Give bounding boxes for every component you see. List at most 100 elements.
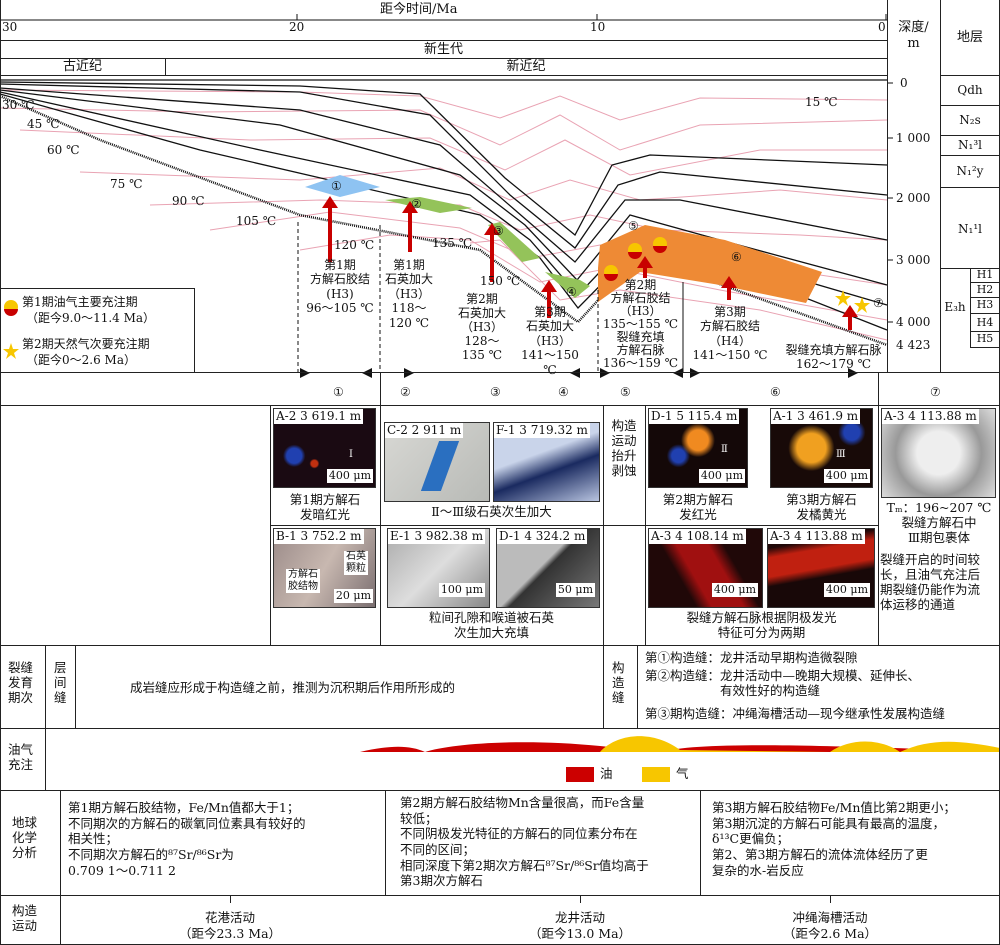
- stage-marker: ②: [411, 197, 422, 211]
- stage-marker: ⑥: [731, 250, 742, 264]
- photo-sem: E-1 3 982.38 m 100 μm: [387, 528, 490, 608]
- event-label: 裂缝充填方解石脉 162～179 ℃: [785, 343, 882, 371]
- depth-tick: 2 000: [896, 191, 931, 205]
- scale-bar: 400 μm: [711, 583, 758, 597]
- event-label: 第3期 石英加大 （H3） 141～150 ℃: [521, 305, 579, 377]
- divider: [970, 331, 1000, 332]
- photo-annotation: 方解石 胶结物: [286, 569, 320, 593]
- divider: [0, 645, 1000, 646]
- photo-thin-section: F-1 3 719.32 m: [493, 422, 600, 502]
- isotherm-label: 45 ℃: [27, 117, 60, 131]
- photo-cl: A-3 4 108.14 m 400 μm: [648, 528, 763, 608]
- stage-marker: ⑤: [628, 219, 639, 233]
- fracture-item: 第①构造缝：龙井活动早期构造微裂隙: [645, 650, 858, 665]
- tectonic-event: 龙井活动: [554, 910, 605, 925]
- depth-tick: 0: [900, 76, 908, 90]
- divider: [940, 75, 1000, 76]
- divider: [60, 790, 61, 945]
- fracture-item: 第②构造缝：龙井活动中—晚期大规模、延伸长、 有效性好的构造缝: [645, 668, 921, 698]
- tectonic-event: 花港活动: [204, 910, 255, 925]
- legend: [0, 288, 195, 373]
- tick: [230, 895, 231, 903]
- caption: 裂缝开启的时间较 长，且油气充注后 期裂缝仍能作为流 体运移的通道: [880, 552, 981, 612]
- divider: [700, 790, 701, 895]
- isotherm-label: 150 ℃: [480, 274, 521, 288]
- caption: Ⅱ～Ⅲ级石英次生加大: [431, 504, 552, 519]
- divider: [940, 105, 1000, 106]
- tick: [830, 895, 831, 903]
- stage-arrows: [300, 368, 858, 378]
- stage-marker: ③: [493, 224, 504, 238]
- divider: [0, 58, 887, 59]
- divider: [0, 728, 1000, 729]
- tectonic-event-age: （距今23.3 Ma）: [178, 926, 282, 941]
- scale-bar: 400 μm: [326, 469, 373, 483]
- scale-bar: 50 μm: [555, 583, 595, 597]
- divider: [878, 372, 879, 645]
- event-label: 第3期 方解石胶结 （H4） 141～150 ℃: [692, 305, 768, 363]
- stratum: N₂s: [959, 113, 981, 127]
- scale-bar: 400 μm: [823, 583, 870, 597]
- divider: [970, 347, 1000, 348]
- depth-tick: 4 423: [896, 338, 931, 352]
- divider: [75, 645, 76, 728]
- divider: [940, 187, 1000, 188]
- stratum: Qdh: [957, 83, 983, 97]
- isotherm-label: 90 ℃: [172, 194, 205, 208]
- photo-thin-section: C-2 2 911 m: [384, 422, 490, 502]
- oil-swatch: [566, 767, 594, 782]
- event-label: 第2期 石英加大 （H3） 128～ 135 ℃: [457, 292, 506, 362]
- photo-annotation: 石英 颗粒: [344, 551, 368, 575]
- photo-id: A-3 4 113.88 m: [768, 529, 865, 544]
- member: H5: [976, 332, 994, 345]
- gas-charge-stars: [3, 290, 870, 359]
- gas-curve: [600, 736, 900, 752]
- photo-id: A-2 3 619.1 m: [274, 409, 364, 424]
- divider: [970, 268, 971, 348]
- event-label: 第1期 石英加大 （H3） 118～ 120 ℃: [384, 258, 433, 330]
- stage-2-zone: [385, 197, 472, 213]
- photo-id: A-3 4 113.88 m: [882, 409, 979, 424]
- stratum: E₃h: [944, 300, 966, 314]
- stage-3-zone: [488, 222, 540, 262]
- time-tick: 20: [289, 20, 305, 34]
- member: H3: [976, 298, 994, 311]
- caption: 构造 运动 抬升 剥蚀: [611, 418, 637, 478]
- geochem-text: 第1期方解石胶结物，Fe/Mn值都大于1； 不同期次的方解石的碳氧同位素具有较好…: [68, 800, 306, 878]
- interlayer-text: 成岩缝应形成于构造缝之前，推测为沉积期后作用所形成的: [130, 680, 456, 695]
- photo-id: A-1 3 461.9 m: [771, 409, 861, 424]
- scale-bar: 400 μm: [698, 469, 745, 483]
- divider: [970, 282, 1000, 283]
- divider: [940, 268, 1000, 269]
- photo-cl: A-1 3 461.9 m 400 μm Ⅲ: [770, 408, 873, 488]
- divider: [940, 0, 941, 372]
- stratum: N₁²y: [956, 164, 984, 178]
- photo-id: D-1 4 324.2 m: [497, 529, 588, 544]
- event-label: 第1期 方解石胶结 (H3) 96～105 ℃: [306, 258, 374, 316]
- member: H2: [976, 283, 994, 296]
- photo-cl: A-2 3 619.1 m 400 μm Ⅰ: [273, 408, 376, 488]
- caption: 第1期方解石 发暗红光: [289, 492, 361, 522]
- caption: 第2期方解石 发红光: [662, 492, 734, 522]
- divider: [165, 58, 166, 75]
- time-tick: 30: [2, 20, 18, 34]
- oil-legend-label: 油: [600, 766, 613, 781]
- photo-id: C-2 2 911 m: [385, 423, 464, 438]
- divider: [940, 135, 1000, 136]
- geochem-text: 第3期方解石胶结物Fe/Mn值比第2期更小； 第3期沉淀的方解石可能具有最高的温…: [712, 800, 956, 878]
- photo-mark: Ⅲ: [836, 449, 846, 460]
- stage-header: ⑥: [770, 385, 781, 399]
- isotherm-label: 30 ℃: [2, 98, 35, 112]
- legend-gas-age: （距今0～2.6 Ma）: [26, 353, 136, 367]
- row-label-fracture: 裂缝 发育 期次: [8, 660, 34, 705]
- divider: [887, 0, 888, 372]
- fracture-item: 第③期构造缝：冲绳海槽活动—现今继承性发展构造缝: [645, 706, 946, 721]
- time-tick: 10: [590, 20, 606, 34]
- time-axis: [0, 14, 893, 323]
- divider: [270, 525, 878, 526]
- time-axis-title: 距今时间/Ma: [380, 2, 458, 17]
- stage-1-zone: [305, 175, 380, 197]
- divider: [603, 405, 604, 728]
- tectonic-event-age: （距今13.0 Ma）: [528, 926, 632, 941]
- caption: 第3期方解石 发橘黄光: [786, 492, 857, 522]
